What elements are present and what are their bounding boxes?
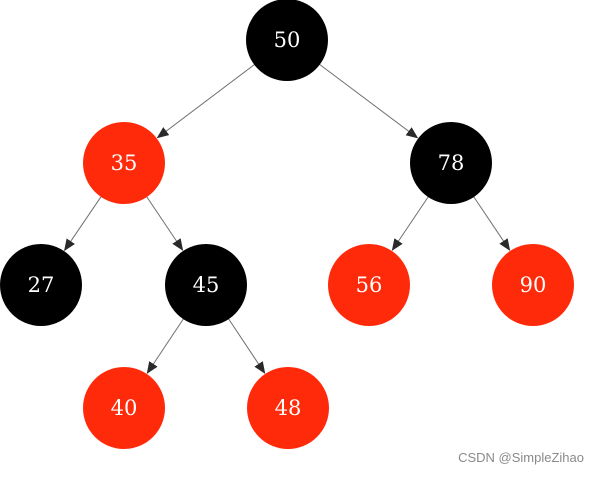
edge-45-48	[227, 317, 266, 374]
tree-node-56: 56	[328, 244, 410, 326]
tree-node-78: 78	[410, 122, 492, 204]
tree-edges	[64, 63, 511, 374]
edge-78-90	[472, 195, 511, 251]
node-circle-black	[410, 122, 492, 204]
edge-35-27	[64, 194, 103, 252]
node-label: 45	[193, 273, 220, 297]
node-circle-black	[165, 244, 247, 326]
node-circle-black	[0, 244, 82, 326]
node-circle-red	[328, 244, 410, 326]
tree-node-35: 35	[83, 122, 165, 204]
edge-50-78	[317, 63, 419, 139]
node-label: 40	[111, 396, 138, 420]
edge-50-35	[156, 63, 257, 139]
tree-node-27: 27	[0, 244, 82, 326]
node-circle-black	[246, 0, 328, 81]
tree-node-45: 45	[165, 244, 247, 326]
node-label: 50	[274, 28, 301, 52]
node-circle-red	[83, 367, 165, 449]
node-circle-red	[492, 244, 574, 326]
node-circle-red	[247, 367, 329, 449]
tree-node-50: 50	[246, 0, 328, 81]
edge-45-40	[146, 317, 185, 374]
node-circle-red	[83, 122, 165, 204]
node-label: 56	[356, 273, 383, 297]
edge-35-45	[145, 195, 184, 251]
watermark: CSDN @SimpleZihao	[458, 450, 584, 465]
node-label: 78	[438, 151, 465, 175]
node-label: 27	[28, 273, 55, 297]
tree-nodes: 50 35 78 27 45 56 90 40 48	[0, 0, 574, 449]
node-label: 35	[111, 151, 138, 175]
tree-node-48: 48	[247, 367, 329, 449]
tree-node-40: 40	[83, 367, 165, 449]
node-label: 48	[275, 396, 302, 420]
node-label: 90	[520, 273, 547, 297]
tree-node-90: 90	[492, 244, 574, 326]
edge-78-56	[391, 195, 430, 251]
